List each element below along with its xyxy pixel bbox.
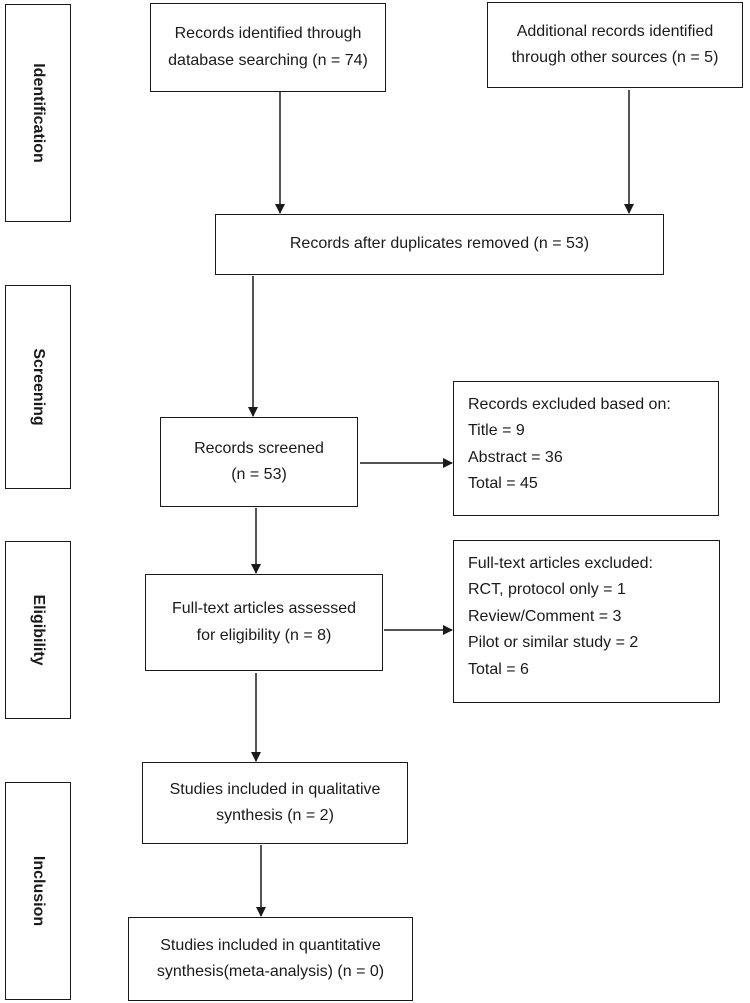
box-line: Additional records identified <box>516 22 714 40</box>
box-line: Records identified through <box>174 25 362 43</box>
box-line: Full-text articles excluded: <box>468 555 653 572</box>
box-line: Total = 45 <box>468 475 538 493</box>
stage-screening: Screening <box>5 285 71 489</box>
box-quantitative-synthesis: Studies included in quantitative synthes… <box>128 917 413 1001</box>
box-fulltext-assessed: Full-text articles assessed for eligibil… <box>145 574 383 671</box>
box-qualitative-synthesis: Studies included in qualitative synthesi… <box>142 762 408 844</box>
box-line: for eligibility (n = 8) <box>196 626 332 644</box>
box-records-excluded: Records excluded based on: Title = 9 Abs… <box>453 381 719 516</box>
box-line: Pilot or similar study = 2 <box>468 634 639 652</box>
box-line: Studies included in quantitative <box>160 936 381 954</box>
box-records-screened: Records screened (n = 53) <box>160 417 358 507</box>
box-line: Title = 9 <box>468 422 525 440</box>
box-other-sources: Additional records identified through ot… <box>487 2 743 88</box>
box-line: Review/Comment = 3 <box>468 607 622 625</box>
box-line: database searching (n = 74) <box>168 51 368 69</box>
box-line: Records screened <box>194 439 324 457</box>
box-line: (n = 53) <box>231 466 287 483</box>
box-line: Records excluded based on: <box>468 396 671 413</box>
box-line: Records after duplicates removed (n = 53… <box>289 235 590 253</box>
stage-inclusion: Inclusion <box>5 782 71 1000</box>
stage-identification: Identification <box>5 4 71 222</box>
box-line: Full-text articles assessed <box>171 600 357 618</box>
box-duplicates-removed: Records after duplicates removed (n = 53… <box>215 214 664 275</box>
box-line: Studies included in qualitative <box>169 780 381 798</box>
box-line: synthesis (n = 2) <box>216 807 334 824</box>
box-line: through other sources (n = 5) <box>511 49 719 66</box>
box-line: Abstract = 36 <box>468 448 563 466</box>
box-fulltext-excluded: Full-text articles excluded: RCT, protoc… <box>453 540 720 703</box>
stage-eligibility: Eligibility <box>5 541 71 719</box>
box-line: synthesis(meta-analysis) (n = 0) <box>156 963 385 980</box>
box-database-search: Records identified through database sear… <box>150 3 386 92</box>
box-line: Total = 6 <box>468 660 529 678</box>
box-line: RCT, protocol only = 1 <box>468 581 626 599</box>
